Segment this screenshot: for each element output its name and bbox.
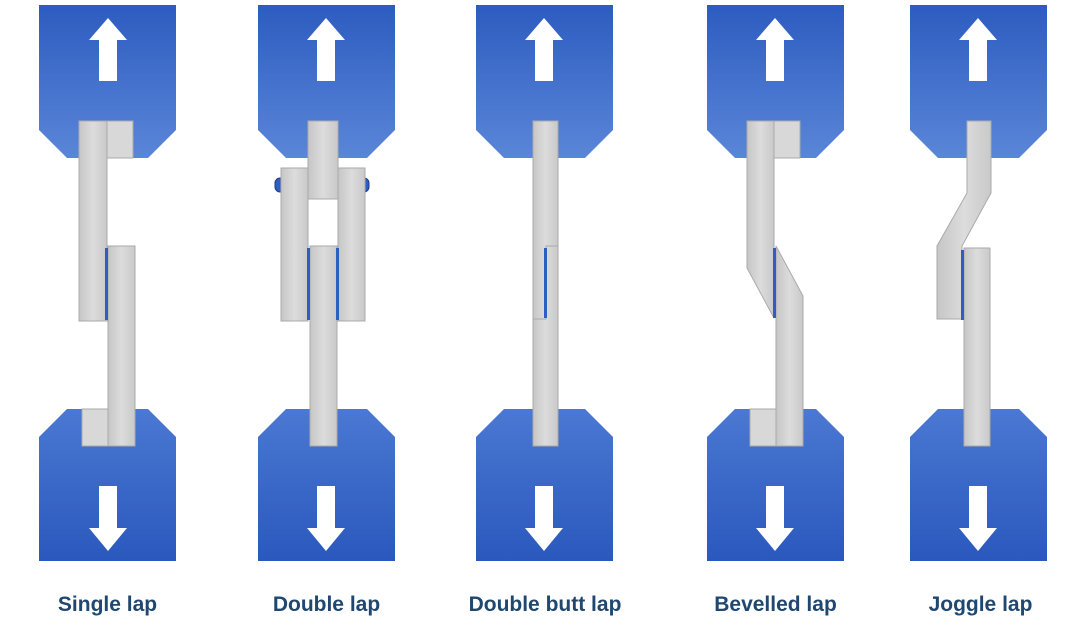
adhesive-layer: [773, 248, 776, 318]
arrow-up-icon: [525, 18, 563, 81]
arrow-up-icon: [89, 18, 127, 81]
adhesive-layer-right: [336, 248, 339, 320]
adherend-lower: [532, 245, 559, 447]
grip-shim-upper: [773, 120, 801, 159]
lower-grip: [476, 409, 613, 561]
lower-grip: [39, 409, 176, 561]
specimen-single-lap: [39, 5, 176, 561]
caption-double-lap: Double lap: [272, 593, 381, 616]
outer-adherend-left: [280, 167, 309, 322]
specimen-joggle-lap: [910, 5, 1047, 561]
specimen-double-lap: [258, 5, 395, 561]
arrow-down-icon: [525, 486, 563, 551]
inner-adherend-lower: [309, 245, 338, 447]
grip-shim-upper: [106, 120, 134, 159]
adherend-lower: [107, 245, 136, 447]
lap-joint-diagram: [39, 5, 1047, 561]
adhesive-layer: [544, 248, 547, 318]
caption-single-lap: Single lap: [57, 593, 158, 616]
upper-grip: [707, 5, 844, 158]
grip-shim-lower: [749, 408, 777, 447]
adhesive-layer-left: [307, 248, 310, 320]
caption-bevelled-lap: Bevelled lap: [714, 593, 837, 616]
adherend-upper: [78, 120, 108, 322]
specimen-double-butt-lap: [476, 5, 613, 561]
caption-double-butt-lap: Double butt lap: [468, 593, 622, 616]
upper-grip: [910, 5, 1047, 158]
arrow-up-icon: [756, 18, 794, 81]
arrow-down-icon: [959, 486, 997, 551]
inner-adherend-upper: [307, 120, 339, 200]
arrow-up-icon: [307, 18, 345, 81]
adhesive-layer: [105, 248, 108, 320]
arrow-up-icon: [959, 18, 997, 81]
upper-grip: [39, 5, 176, 158]
arrow-down-icon: [756, 486, 794, 551]
upper-grip: [476, 5, 613, 158]
adherend-upper: [746, 120, 775, 319]
arrow-down-icon: [89, 486, 127, 551]
adhesive-layer: [961, 250, 964, 320]
lower-grip: [910, 409, 1047, 561]
arrow-down-icon: [307, 486, 345, 551]
grip-shim-lower: [81, 408, 109, 447]
adherend-lower: [963, 247, 991, 447]
specimen-bevelled-lap: [707, 5, 844, 561]
adherend-lower: [775, 245, 804, 447]
outer-adherend-right: [337, 167, 366, 322]
lower-grip: [707, 409, 844, 561]
lower-grip: [258, 409, 395, 561]
caption-joggle-lap: Joggle lap: [928, 593, 1033, 616]
upper-grip: [258, 5, 395, 158]
